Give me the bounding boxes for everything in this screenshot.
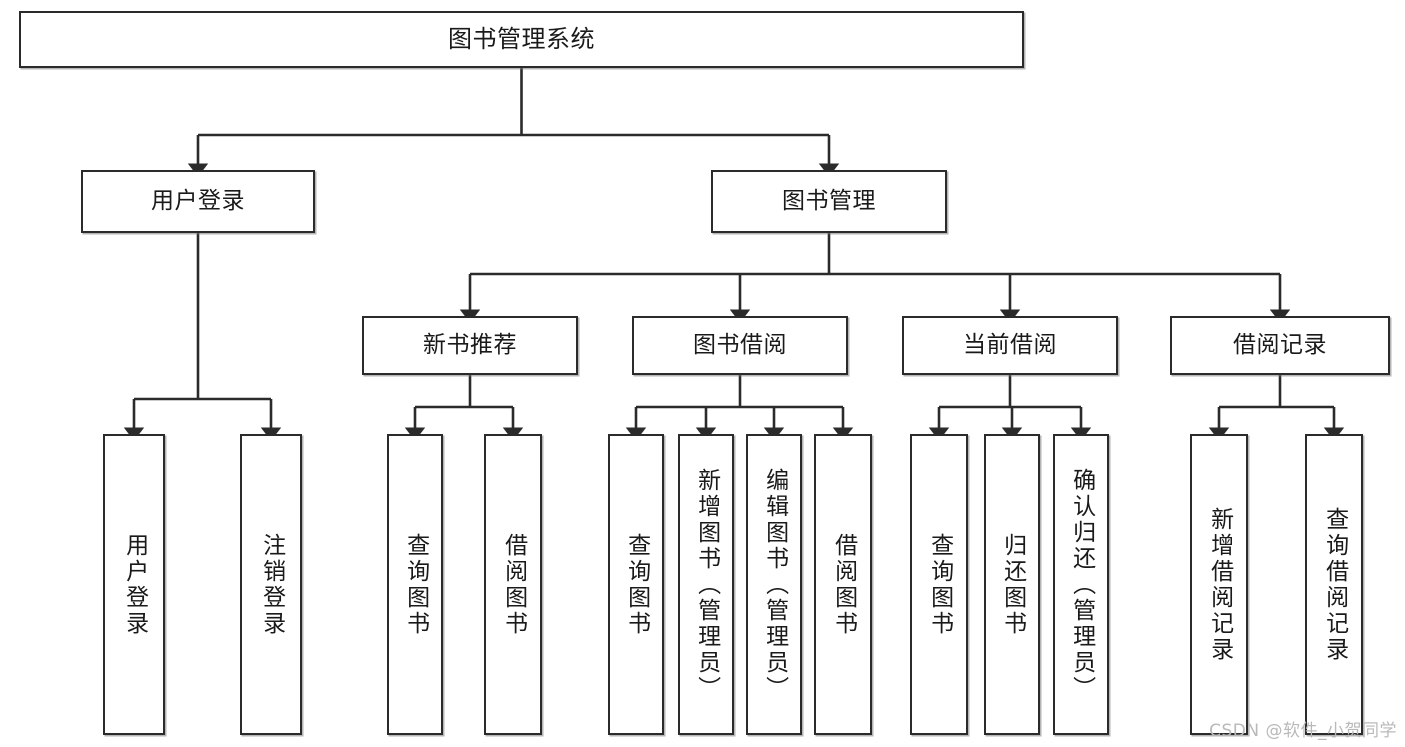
edge-group: [123, 68, 1345, 441]
node-label: 注销登录: [258, 532, 285, 637]
node-label: 确认归还（管理员）: [1068, 467, 1095, 702]
node-label: 归还图书: [999, 532, 1026, 637]
node-current-borrow[interactable]: 当前借阅: [902, 316, 1118, 375]
node-label: 图书管理: [782, 187, 876, 214]
node-user-login[interactable]: 用户登录: [81, 170, 315, 233]
node-label: 新增图书（管理员）: [693, 467, 720, 702]
node-label: 查询图书: [926, 532, 953, 637]
node-book-borrow[interactable]: 图书借阅: [632, 316, 848, 375]
node-leaf-rec-query[interactable]: 查询图书: [387, 434, 443, 735]
node-new-book-rec[interactable]: 新书推荐: [362, 316, 578, 375]
node-leaf-br-query[interactable]: 查询借阅记录: [1305, 434, 1363, 735]
node-leaf-cb-confirm[interactable]: 确认归还（管理员）: [1053, 434, 1109, 735]
node-label: 编辑图书（管理员）: [761, 467, 788, 702]
node-leaf-bb-add[interactable]: 新增图书（管理员）: [678, 434, 734, 735]
node-book-manage[interactable]: 图书管理: [711, 170, 947, 233]
node-label: 借阅记录: [1233, 331, 1327, 358]
node-label: 查询图书: [623, 532, 650, 637]
node-label: 用户登录: [151, 187, 245, 214]
node-leaf-user-logout[interactable]: 注销登录: [240, 434, 302, 735]
node-label: 查询图书: [402, 532, 429, 637]
node-leaf-user-login[interactable]: 用户登录: [103, 434, 165, 735]
node-label: 用户登录: [121, 532, 148, 637]
node-leaf-bb-borrow[interactable]: 借阅图书: [814, 434, 872, 735]
node-leaf-br-add[interactable]: 新增借阅记录: [1190, 434, 1248, 735]
node-label: 新书推荐: [423, 331, 517, 358]
node-root[interactable]: 图书管理系统: [19, 11, 1024, 68]
node-label: 借阅图书: [500, 532, 527, 637]
node-leaf-bb-query[interactable]: 查询图书: [608, 434, 664, 735]
node-label: 新增借阅记录: [1206, 506, 1233, 663]
node-leaf-rec-borrow[interactable]: 借阅图书: [484, 434, 542, 735]
node-leaf-cb-return[interactable]: 归还图书: [984, 434, 1040, 735]
node-leaf-cb-query[interactable]: 查询图书: [910, 434, 968, 735]
node-label: 当前借阅: [963, 331, 1057, 358]
node-leaf-bb-edit[interactable]: 编辑图书（管理员）: [746, 434, 802, 735]
watermark: CSDN @软件_小贺同学: [1209, 721, 1397, 741]
node-label: 借阅图书: [830, 532, 857, 637]
node-label: 图书管理系统: [448, 25, 595, 54]
node-label: 图书借阅: [693, 331, 787, 358]
node-label: 查询借阅记录: [1321, 506, 1348, 663]
node-borrow-record[interactable]: 借阅记录: [1170, 316, 1390, 375]
